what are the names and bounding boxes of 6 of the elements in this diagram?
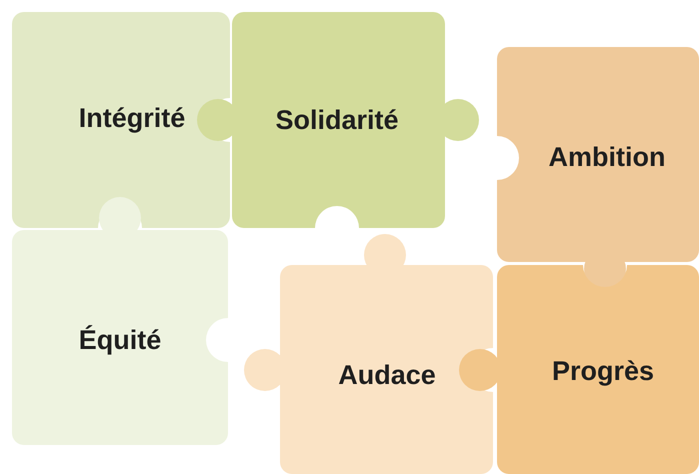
piece-label: Ambition — [548, 140, 666, 174]
piece-label: Intégrité — [78, 102, 186, 135]
piece-label: Solidarité — [275, 104, 399, 137]
piece-label: Audace — [338, 358, 436, 392]
piece-label: Progrès — [552, 354, 654, 388]
piece-label: Équité — [78, 324, 162, 357]
